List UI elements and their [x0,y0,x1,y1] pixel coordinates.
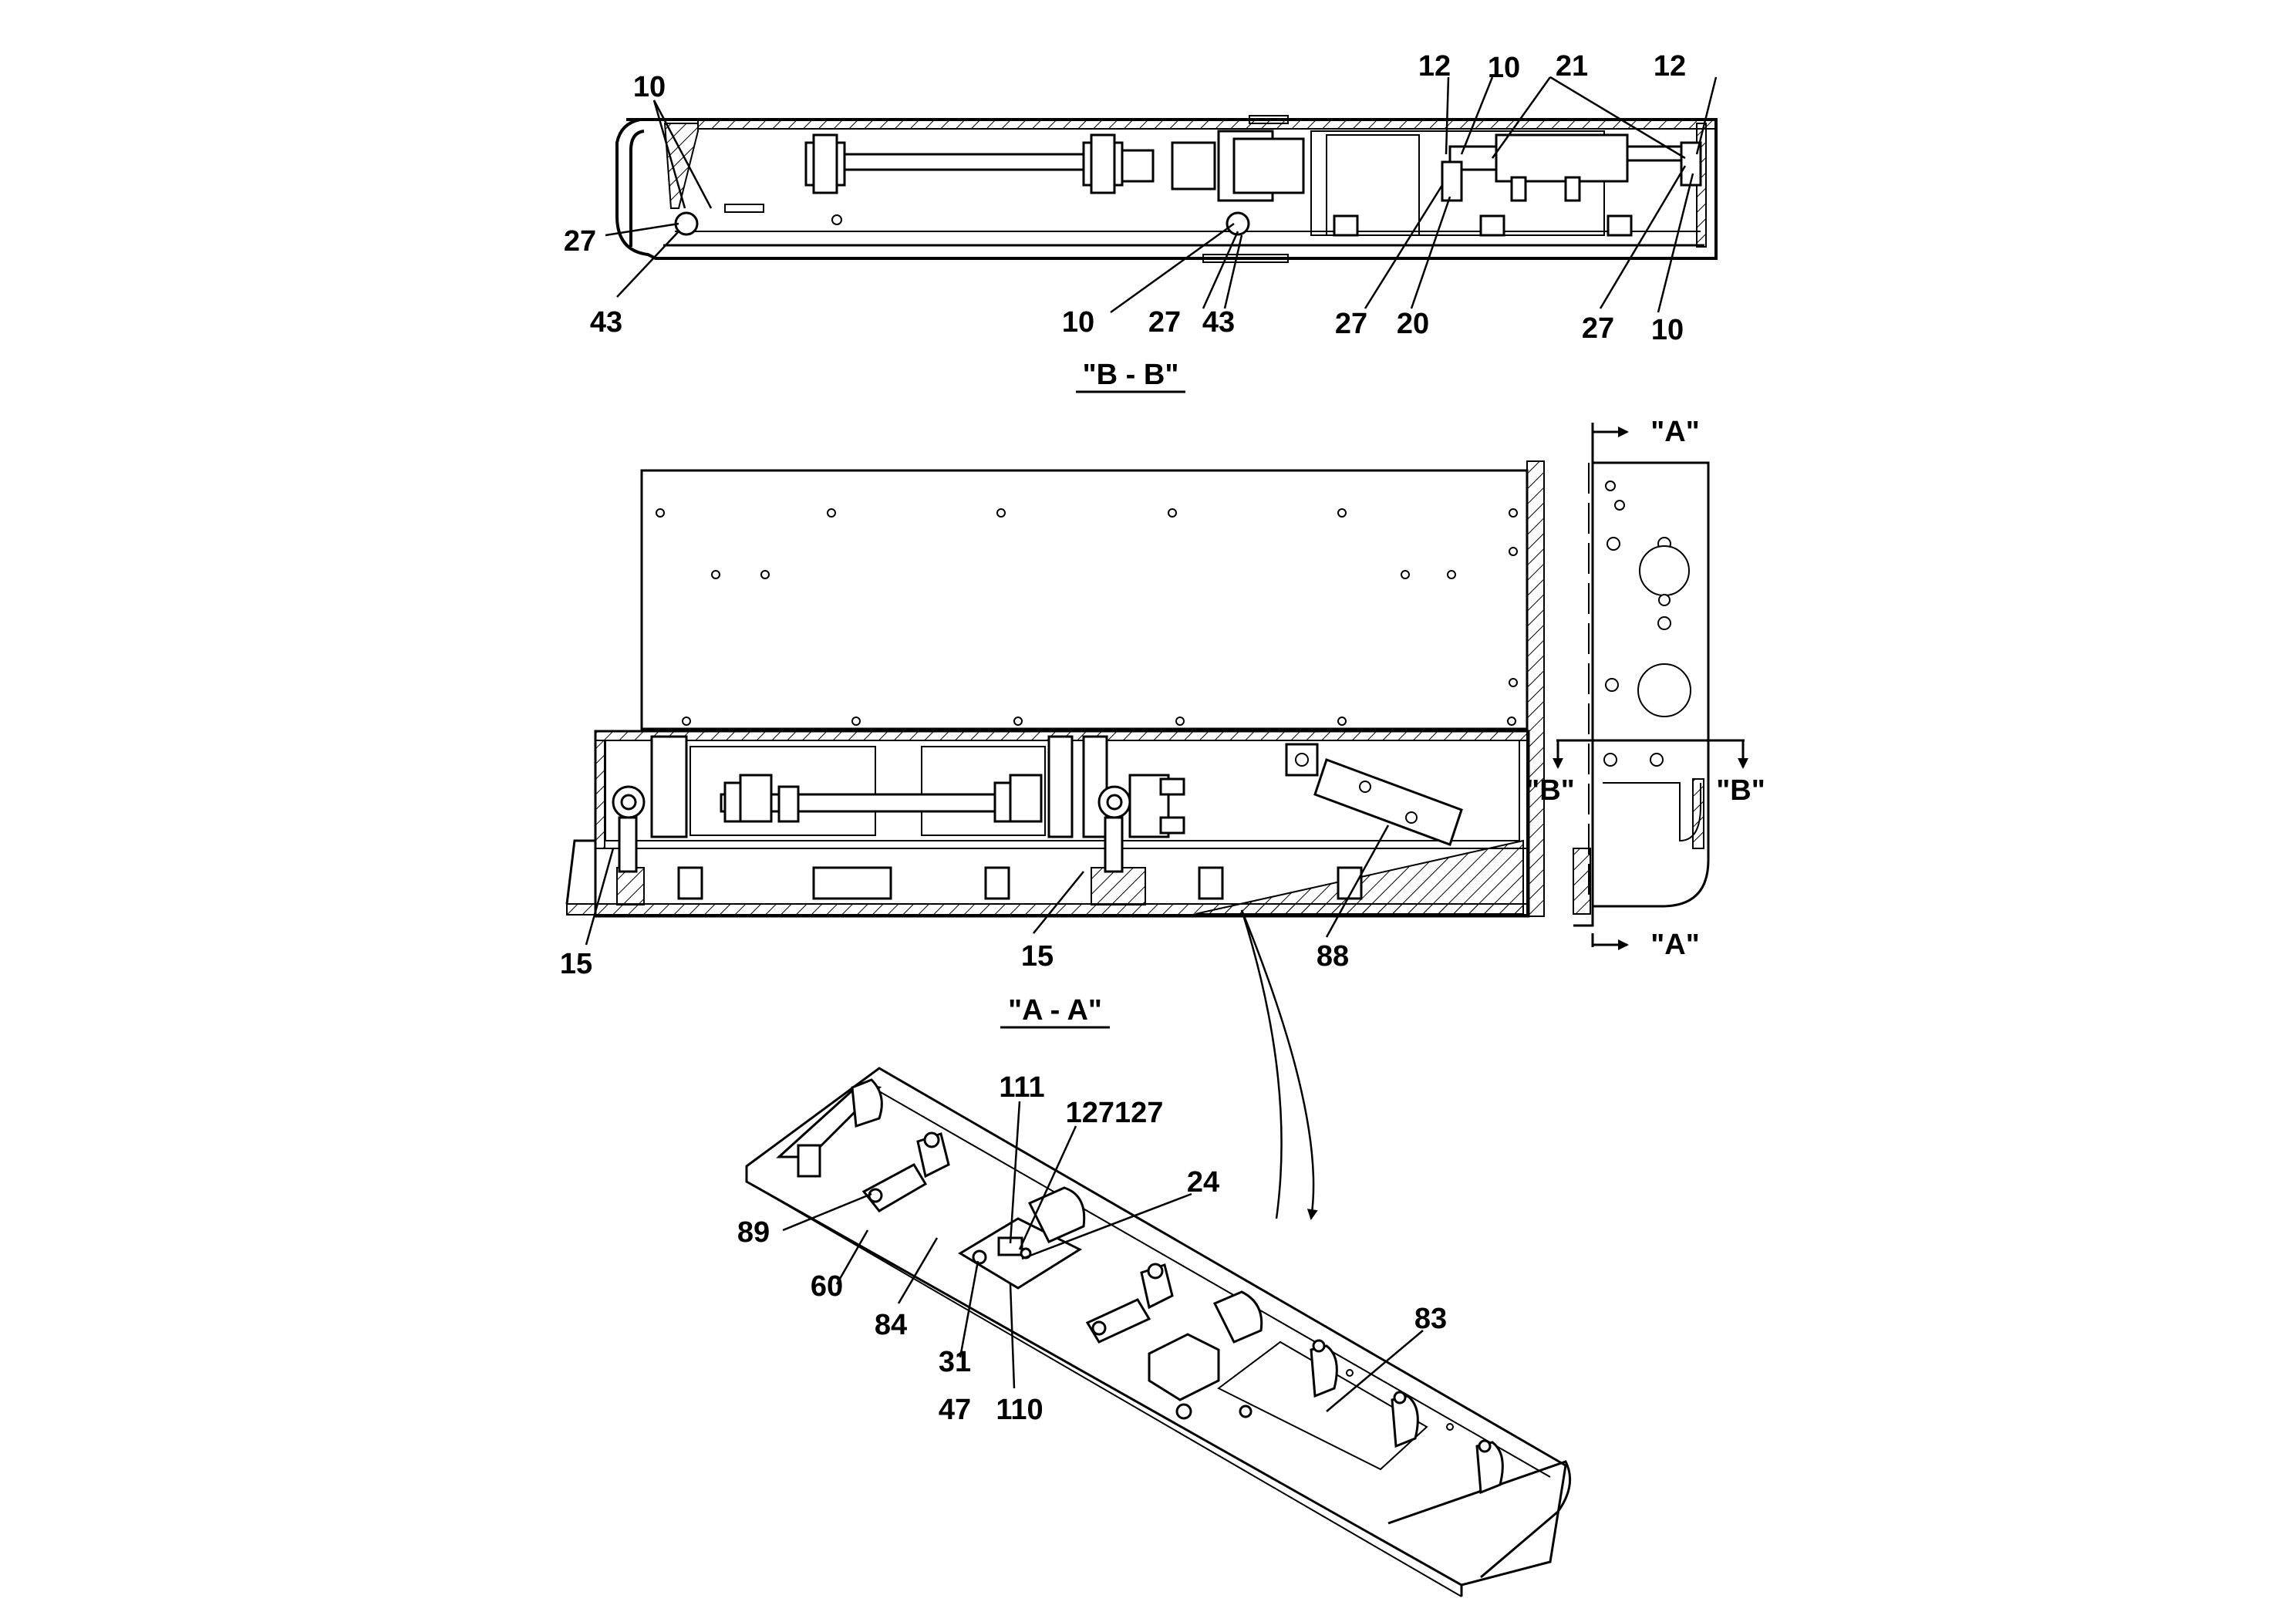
marker-a-bottom: "A" [1650,929,1699,961]
isometric-detail-callouts: 111 127127 24 89 60 84 31 47 110 83 [737,1071,1447,1426]
section-bb-title: "B - B" [1083,359,1179,391]
callout-bb-27a: 27 [564,225,596,258]
section-bb-callouts: 10 27 43 10 27 43 12 10 21 12 27 20 27 1… [564,50,1686,346]
section-bb-drawing [615,115,1718,263]
callout-bb-43b: 43 [1202,306,1235,339]
callout-bb-10c: 10 [1488,52,1520,84]
callout-detail-89: 89 [737,1216,770,1249]
callout-bb-12b: 12 [1654,50,1686,83]
section-aa-title: "A - A" [1008,994,1102,1027]
callout-detail-110: 110 [996,1394,1043,1426]
section-aa-drawing [565,460,1545,918]
section-aa-leaders [585,824,1390,1220]
callout-aa-88: 88 [1317,940,1349,973]
callout-aa-15b: 15 [1021,940,1054,973]
callout-bb-27c: 27 [1335,308,1367,340]
callout-detail-111: 111 [999,1071,1044,1104]
callout-aa-15a: 15 [560,948,592,980]
callout-bb-27b: 27 [1148,306,1181,339]
callout-detail-47: 47 [939,1394,971,1426]
callout-bb-10b: 10 [1062,306,1094,339]
section-aa-callouts: 15 15 88 [560,940,1349,980]
callout-detail-83: 83 [1414,1303,1447,1335]
isometric-detail-leaders [782,1101,1424,1412]
callout-detail-31: 31 [939,1346,971,1378]
callout-bb-43a: 43 [590,306,622,339]
marker-a-top: "A" [1650,416,1699,448]
marker-b-left: "B" [1526,774,1574,807]
callout-detail-60: 60 [811,1270,843,1303]
callout-bb-27d: 27 [1582,312,1614,345]
section-bb-leaders [605,76,1718,314]
callout-detail-84: 84 [875,1309,907,1341]
isometric-detail-drawing [745,1067,1572,1597]
callout-bb-21: 21 [1556,50,1588,83]
callout-bb-10d: 10 [1651,314,1684,346]
end-view-drawing [1553,423,1748,950]
callout-detail-24: 24 [1187,1166,1219,1199]
callout-detail-127127: 127127 [1066,1097,1164,1129]
callout-bb-10a: 10 [633,71,666,103]
marker-b-right: "B" [1716,774,1765,807]
callout-bb-12a: 12 [1418,50,1451,83]
callout-bb-20: 20 [1397,308,1429,340]
end-view-markers: "A" "A" "B" "B" [1526,416,1765,961]
